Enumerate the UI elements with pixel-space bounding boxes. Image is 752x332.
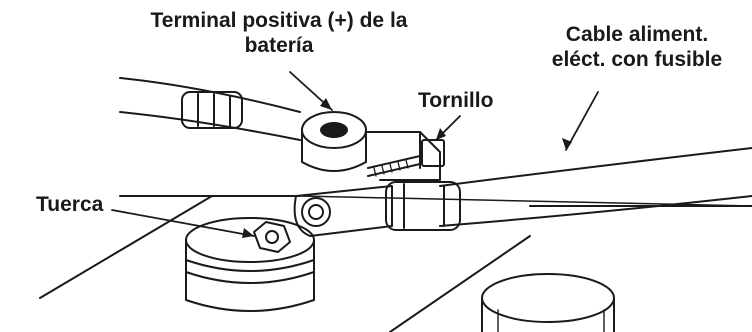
label-positive-terminal-line2: batería — [244, 34, 314, 57]
label-bolt: Tornillo — [418, 89, 494, 112]
battery-post-left — [185, 217, 315, 312]
fused-power-cable — [385, 147, 752, 231]
terminal-nut — [253, 221, 291, 253]
battery-cable-left — [119, 77, 301, 141]
battery-case-outline — [39, 195, 752, 332]
label-fused-cable-line2: eléct. con fusible — [551, 48, 723, 71]
leader-arrowheads — [242, 98, 572, 238]
label-fused-cable: Cable aliment. eléct. con fusible — [522, 22, 752, 72]
leader-lines — [111, 71, 599, 237]
battery-post-right — [481, 273, 615, 332]
leader-cable — [565, 91, 599, 151]
clamp-bolt — [367, 139, 445, 177]
label-positive-terminal: Terminal positiva (+) de la batería — [104, 8, 454, 58]
positive-terminal-clamp — [301, 111, 445, 181]
leader-tuerca — [111, 209, 255, 237]
label-positive-terminal-line1: Terminal positiva (+) de la — [150, 9, 408, 32]
label-fused-cable-line1: Cable aliment. — [565, 23, 709, 46]
ring-terminal-connector — [293, 185, 393, 237]
label-nut: Tuerca — [36, 193, 104, 216]
